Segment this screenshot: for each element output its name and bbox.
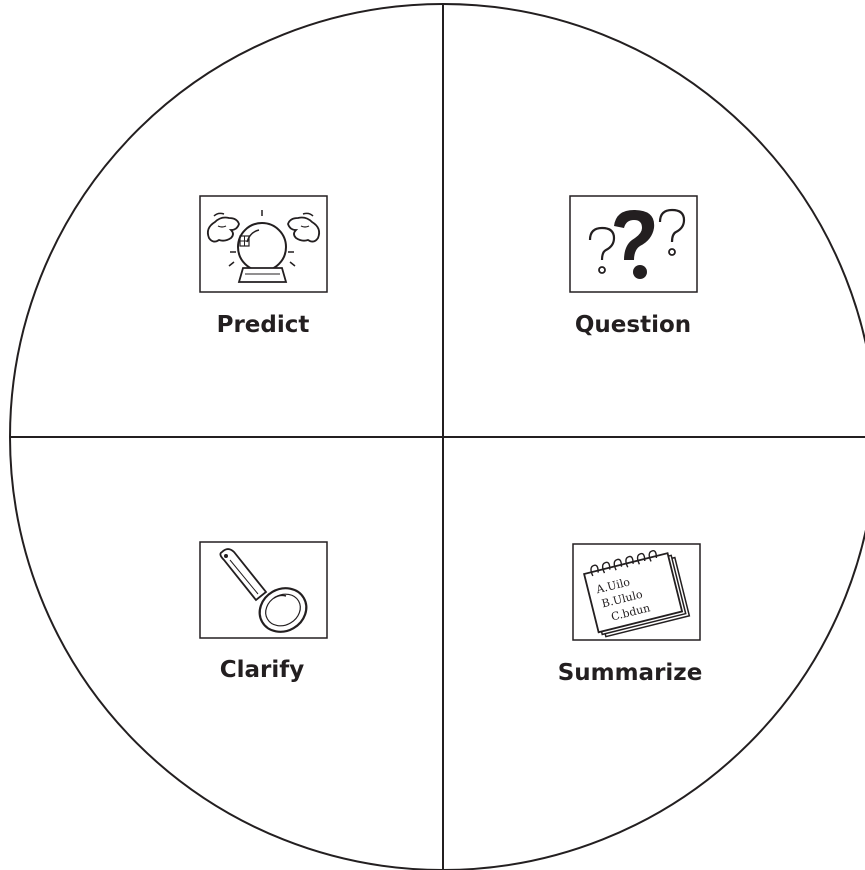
magnifying-glass-icon (199, 541, 328, 639)
notepad-icon: A.Uilo B.Ululo C.bdun (572, 543, 701, 641)
crystal-ball-icon (199, 195, 328, 293)
label-summarize: Summarize (558, 660, 703, 686)
label-clarify: Clarify (220, 657, 305, 683)
question-marks-icon (569, 195, 698, 293)
quadrant-question: Question (569, 195, 698, 338)
label-question: Question (575, 312, 691, 338)
quadrant-clarify: Clarify (199, 541, 328, 683)
quadrant-summarize: A.Uilo B.Ululo C.bdun Summarize (558, 543, 703, 686)
quadrant-predict: Predict (199, 195, 328, 338)
label-predict: Predict (217, 312, 310, 338)
